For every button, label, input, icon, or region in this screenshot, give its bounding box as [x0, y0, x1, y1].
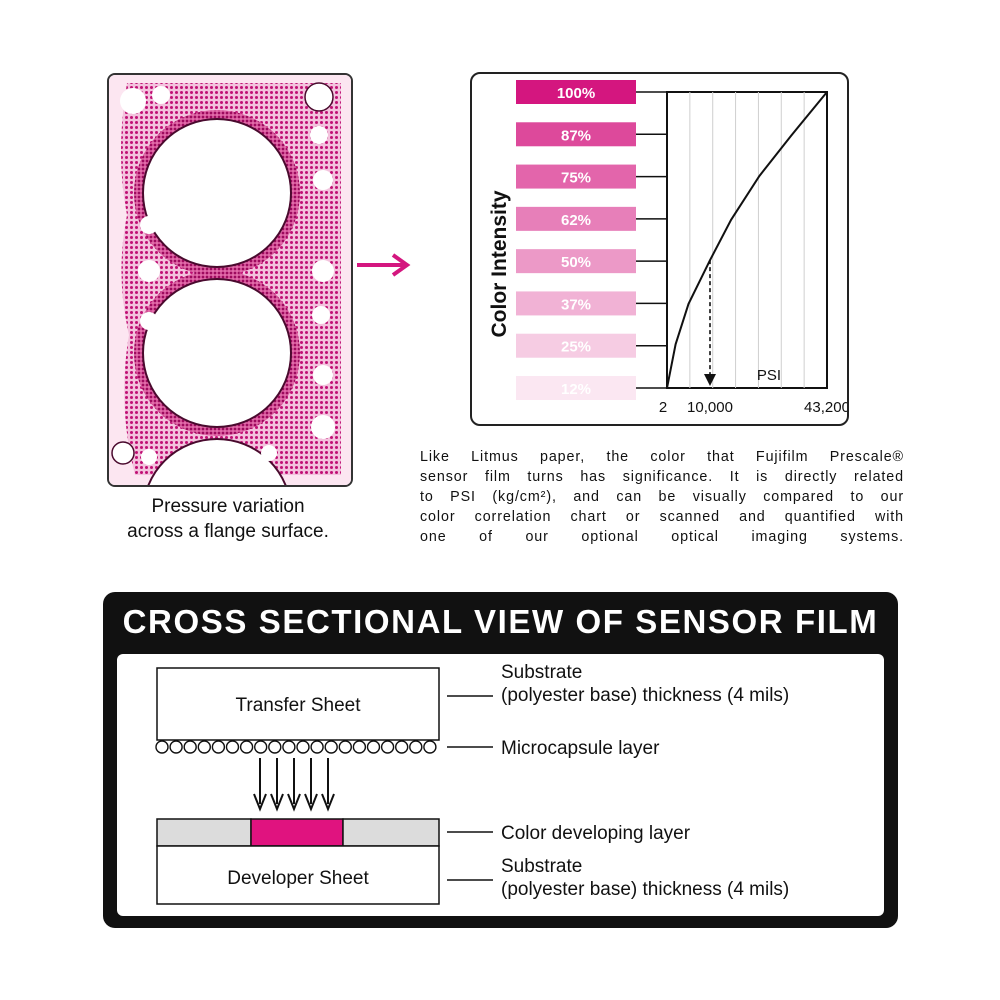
microcapsule-icon	[338, 740, 353, 754]
intensity-label: 100%	[557, 85, 595, 102]
developing-layer-colored	[250, 818, 344, 847]
intensity-level: 12%	[516, 376, 667, 400]
microcapsule-icon	[169, 740, 183, 754]
intensity-swatch	[516, 80, 636, 104]
gasket-pressure-image	[109, 75, 351, 485]
gasket-caption-line2: across a flange surface.	[127, 521, 329, 542]
cross-section-diagram: Transfer Sheet Developer Sheet Substrate…	[117, 654, 884, 916]
description-line: to PSI (kg/cm²), and can be visually com…	[420, 489, 904, 505]
intensity-swatch	[516, 333, 636, 358]
developing-layer-right	[342, 818, 440, 847]
description-paragraph: Like Litmus paper, the color that Fujifi…	[420, 447, 904, 547]
microcapsule-icon	[324, 740, 338, 754]
gasket-caption-line1: Pressure variation	[151, 496, 305, 517]
transfer-sheet-label: Transfer Sheet	[236, 695, 362, 716]
intensity-label: 25%	[561, 339, 591, 356]
description-line: Like Litmus paper, the color that Fujifi…	[420, 449, 904, 465]
microcapsule-icon	[155, 740, 169, 754]
pressure-arrows	[253, 758, 335, 812]
developer-sheet	[156, 845, 440, 905]
microcapsule-icon	[239, 740, 254, 754]
annotation-arrow-icon	[704, 374, 716, 386]
microcapsule-icon	[253, 740, 268, 754]
developing-layer-left	[156, 818, 252, 847]
gasket-illustration	[107, 73, 353, 487]
down-arrow-icon	[321, 758, 335, 812]
x-tick-label: 2	[659, 399, 667, 416]
substrate-bottom-detail: (polyester base) thickness (4 mils)	[501, 879, 789, 900]
description-line: one of our optional optical imaging syst…	[420, 529, 904, 545]
down-arrow-icon	[287, 758, 301, 812]
microcapsule-icon	[282, 740, 296, 754]
intensity-label: 12%	[561, 381, 591, 398]
description-line: color correlation chart or scanned and q…	[420, 509, 904, 525]
microcapsule-icon	[310, 740, 324, 754]
x-tick-label: 43,200	[804, 399, 847, 416]
microcapsule-icon	[352, 740, 367, 754]
microcapsule-row	[155, 740, 437, 754]
down-arrow-icon	[304, 758, 318, 812]
intensity-level: 25%	[516, 333, 667, 358]
intensity-level: 62%	[516, 206, 667, 231]
cross-section-title: CROSS SECTIONAL VIEW OF SENSOR FILM	[122, 603, 879, 640]
intensity-swatch	[516, 164, 636, 189]
gasket-caption: Pressure variation across a flange surfa…	[90, 494, 366, 544]
microcapsule-icon	[268, 740, 282, 754]
intensity-swatch	[516, 206, 636, 231]
intensity-level: 75%	[516, 164, 667, 189]
intensity-label: 50%	[561, 254, 591, 271]
intensity-label: 87%	[561, 127, 591, 144]
right-arrow-icon	[357, 253, 411, 277]
description-line: sensor film turns has significance. It i…	[420, 469, 904, 485]
microcapsule-icon	[211, 740, 226, 754]
intensity-level: 100%	[516, 80, 667, 104]
microcapsule-label: Microcapsule layer	[501, 738, 660, 759]
chart-svg: Color Intensity 100% 87% 75% 62% 50% 37% 25% 12…	[488, 80, 850, 416]
y-axis-label: Color Intensity	[488, 190, 511, 337]
cross-section-svg: Transfer Sheet Developer Sheet Substrate…	[155, 662, 789, 905]
color-developing-label: Color developing layer	[501, 823, 691, 844]
x-axis-label: PSI	[757, 367, 781, 384]
intensity-swatch	[516, 291, 636, 316]
plot-frame	[666, 91, 828, 389]
cross-section-panel: CROSS SECTIONAL VIEW OF SENSOR FILM Tran…	[103, 592, 898, 928]
intensity-label: 62%	[561, 212, 591, 229]
microcapsule-icon	[409, 740, 423, 754]
developer-sheet-label: Developer Sheet	[227, 868, 369, 889]
down-arrow-icon	[270, 758, 284, 812]
down-arrow-icon	[253, 758, 267, 812]
intensity-swatch	[516, 122, 636, 147]
microcapsule-icon	[366, 740, 381, 754]
intensity-swatch	[516, 249, 636, 274]
substrate-top-label: Substrate	[501, 662, 582, 683]
x-tick-label: 10,000	[687, 399, 733, 416]
intensity-level: 87%	[516, 122, 667, 147]
substrate-bottom-label: Substrate	[501, 856, 582, 877]
intensity-level: 37%	[516, 291, 667, 316]
transfer-sheet	[156, 667, 440, 741]
microcapsule-icon	[380, 740, 395, 754]
microcapsule-icon	[423, 740, 437, 754]
microcapsule-icon	[183, 740, 197, 754]
intensity-label: 37%	[561, 296, 591, 313]
microcapsule-icon	[296, 740, 310, 754]
substrate-top-detail: (polyester base) thickness (4 mils)	[501, 685, 789, 706]
microcapsule-icon	[225, 740, 240, 754]
intensity-swatch	[516, 376, 636, 400]
intensity-label: 75%	[561, 170, 591, 187]
intensity-level: 50%	[516, 249, 667, 274]
microcapsule-icon	[395, 740, 409, 754]
psi-curve	[666, 91, 828, 389]
microcapsule-icon	[197, 740, 212, 754]
color-intensity-chart: Color Intensity 100% 87% 75% 62% 50% 37% 25% 12…	[470, 72, 850, 426]
